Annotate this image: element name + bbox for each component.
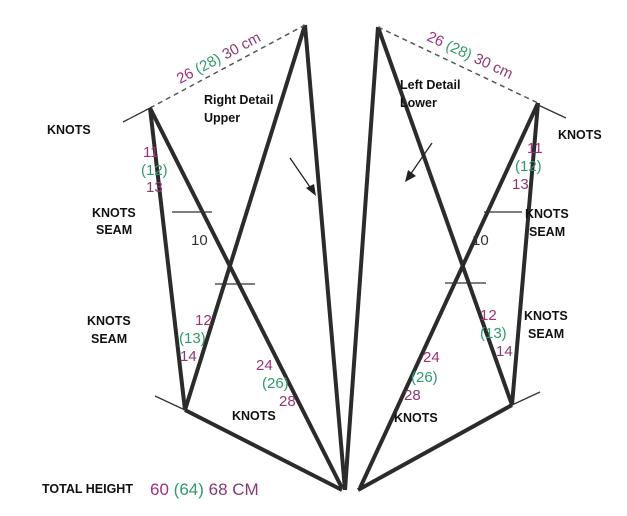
- svg-text:(12): (12): [141, 162, 168, 179]
- svg-text:14: 14: [180, 348, 197, 365]
- svg-text:26 (28) 30 cm: 26 (28) 30 cm: [174, 29, 264, 87]
- inner-measure-left: 10: [191, 232, 208, 249]
- left-bottom-edge: [184, 408, 343, 492]
- svg-text:12: 12: [195, 312, 212, 329]
- knots-label-top-right: KNOTS: [558, 128, 602, 142]
- svg-text:12: 12: [480, 307, 497, 324]
- knots-seam-upper-left-1: KNOTS: [92, 206, 136, 220]
- right-bottom-edge: [357, 403, 513, 492]
- svg-text:13: 13: [512, 176, 529, 193]
- right-inner-edge-a: [358, 102, 540, 489]
- knots-label-bottom-left: KNOTS: [232, 409, 276, 423]
- left-detail-title-2: Lower: [400, 96, 437, 110]
- right-bottom-tick: [511, 391, 541, 406]
- bottom-edge-right: 24 (26) 28: [404, 349, 440, 404]
- middle-edge-left: 12 (13) 14: [179, 312, 212, 365]
- svg-text:(12): (12): [515, 158, 542, 175]
- svg-text:24: 24: [256, 357, 273, 374]
- left-bottom-tick: [154, 395, 186, 411]
- right-top-tick: [535, 103, 567, 119]
- knots-label-bottom-right: KNOTS: [394, 411, 438, 425]
- knots-seam-lower-right-2: SEAM: [528, 327, 564, 341]
- left-spine-edge: [303, 24, 347, 491]
- bottom-edge-left: 24 (26) 28: [256, 357, 296, 410]
- svg-text:11: 11: [143, 144, 159, 161]
- right-detail-title-1: Right Detail: [204, 93, 273, 107]
- right-top-dashed: [377, 26, 539, 104]
- svg-text:14: 14: [496, 343, 513, 360]
- knots-seam-lower-right-1: KNOTS: [524, 309, 568, 323]
- svg-text:(26): (26): [262, 375, 289, 392]
- left-inner-edge-a: [148, 107, 344, 489]
- total-height-label: TOTAL HEIGHT: [42, 482, 133, 496]
- knots-seam-upper-right-2: SEAM: [529, 225, 565, 239]
- left-top-dashed: [149, 24, 306, 109]
- knots-seam-upper-left-2: SEAM: [96, 223, 132, 237]
- right-outer-edge: [510, 102, 540, 406]
- right-spine-edge: [343, 26, 380, 491]
- svg-text:(26): (26): [411, 369, 438, 386]
- middle-edge-right: 12 (13) 14: [480, 307, 513, 360]
- knots-seam-lower-left-1: KNOTS: [87, 314, 131, 328]
- right-detail-piece: [122, 24, 347, 492]
- right-inner-edge-b: [376, 26, 514, 406]
- svg-text:(13): (13): [179, 330, 206, 347]
- svg-text:28: 28: [279, 393, 296, 410]
- knots-label-top-left: KNOTS: [47, 123, 91, 137]
- inner-measure-right: 10: [472, 232, 489, 249]
- knots-seam-upper-right-1: KNOTS: [525, 207, 569, 221]
- right-detail-title-2: Upper: [204, 111, 240, 125]
- left-inner-edge-b: [183, 24, 307, 411]
- svg-text:24: 24: [423, 349, 440, 366]
- top-width-left: 26 (28) 30 cm: [174, 29, 264, 87]
- svg-text:(13): (13): [480, 325, 507, 342]
- upper-edge-left: 11 (12) 13: [141, 144, 168, 196]
- svg-text:11: 11: [527, 140, 543, 157]
- total-height-values: 60 (64) 68 CM: [150, 480, 259, 499]
- svg-text:60 (64) 68 CM: 60 (64) 68 CM: [150, 480, 259, 499]
- left-top-tick: [122, 106, 153, 123]
- svg-text:13: 13: [146, 179, 163, 196]
- knots-seam-lower-left-2: SEAM: [91, 332, 127, 346]
- left-detail-arrow: [405, 142, 433, 182]
- left-detail-piece: [343, 26, 567, 492]
- right-detail-arrow: [289, 157, 316, 196]
- svg-text:28: 28: [404, 387, 421, 404]
- upper-edge-right: 11 (12) 13: [512, 140, 543, 193]
- left-outer-edge: [148, 107, 187, 411]
- left-detail-title-1: Left Detail: [400, 78, 460, 92]
